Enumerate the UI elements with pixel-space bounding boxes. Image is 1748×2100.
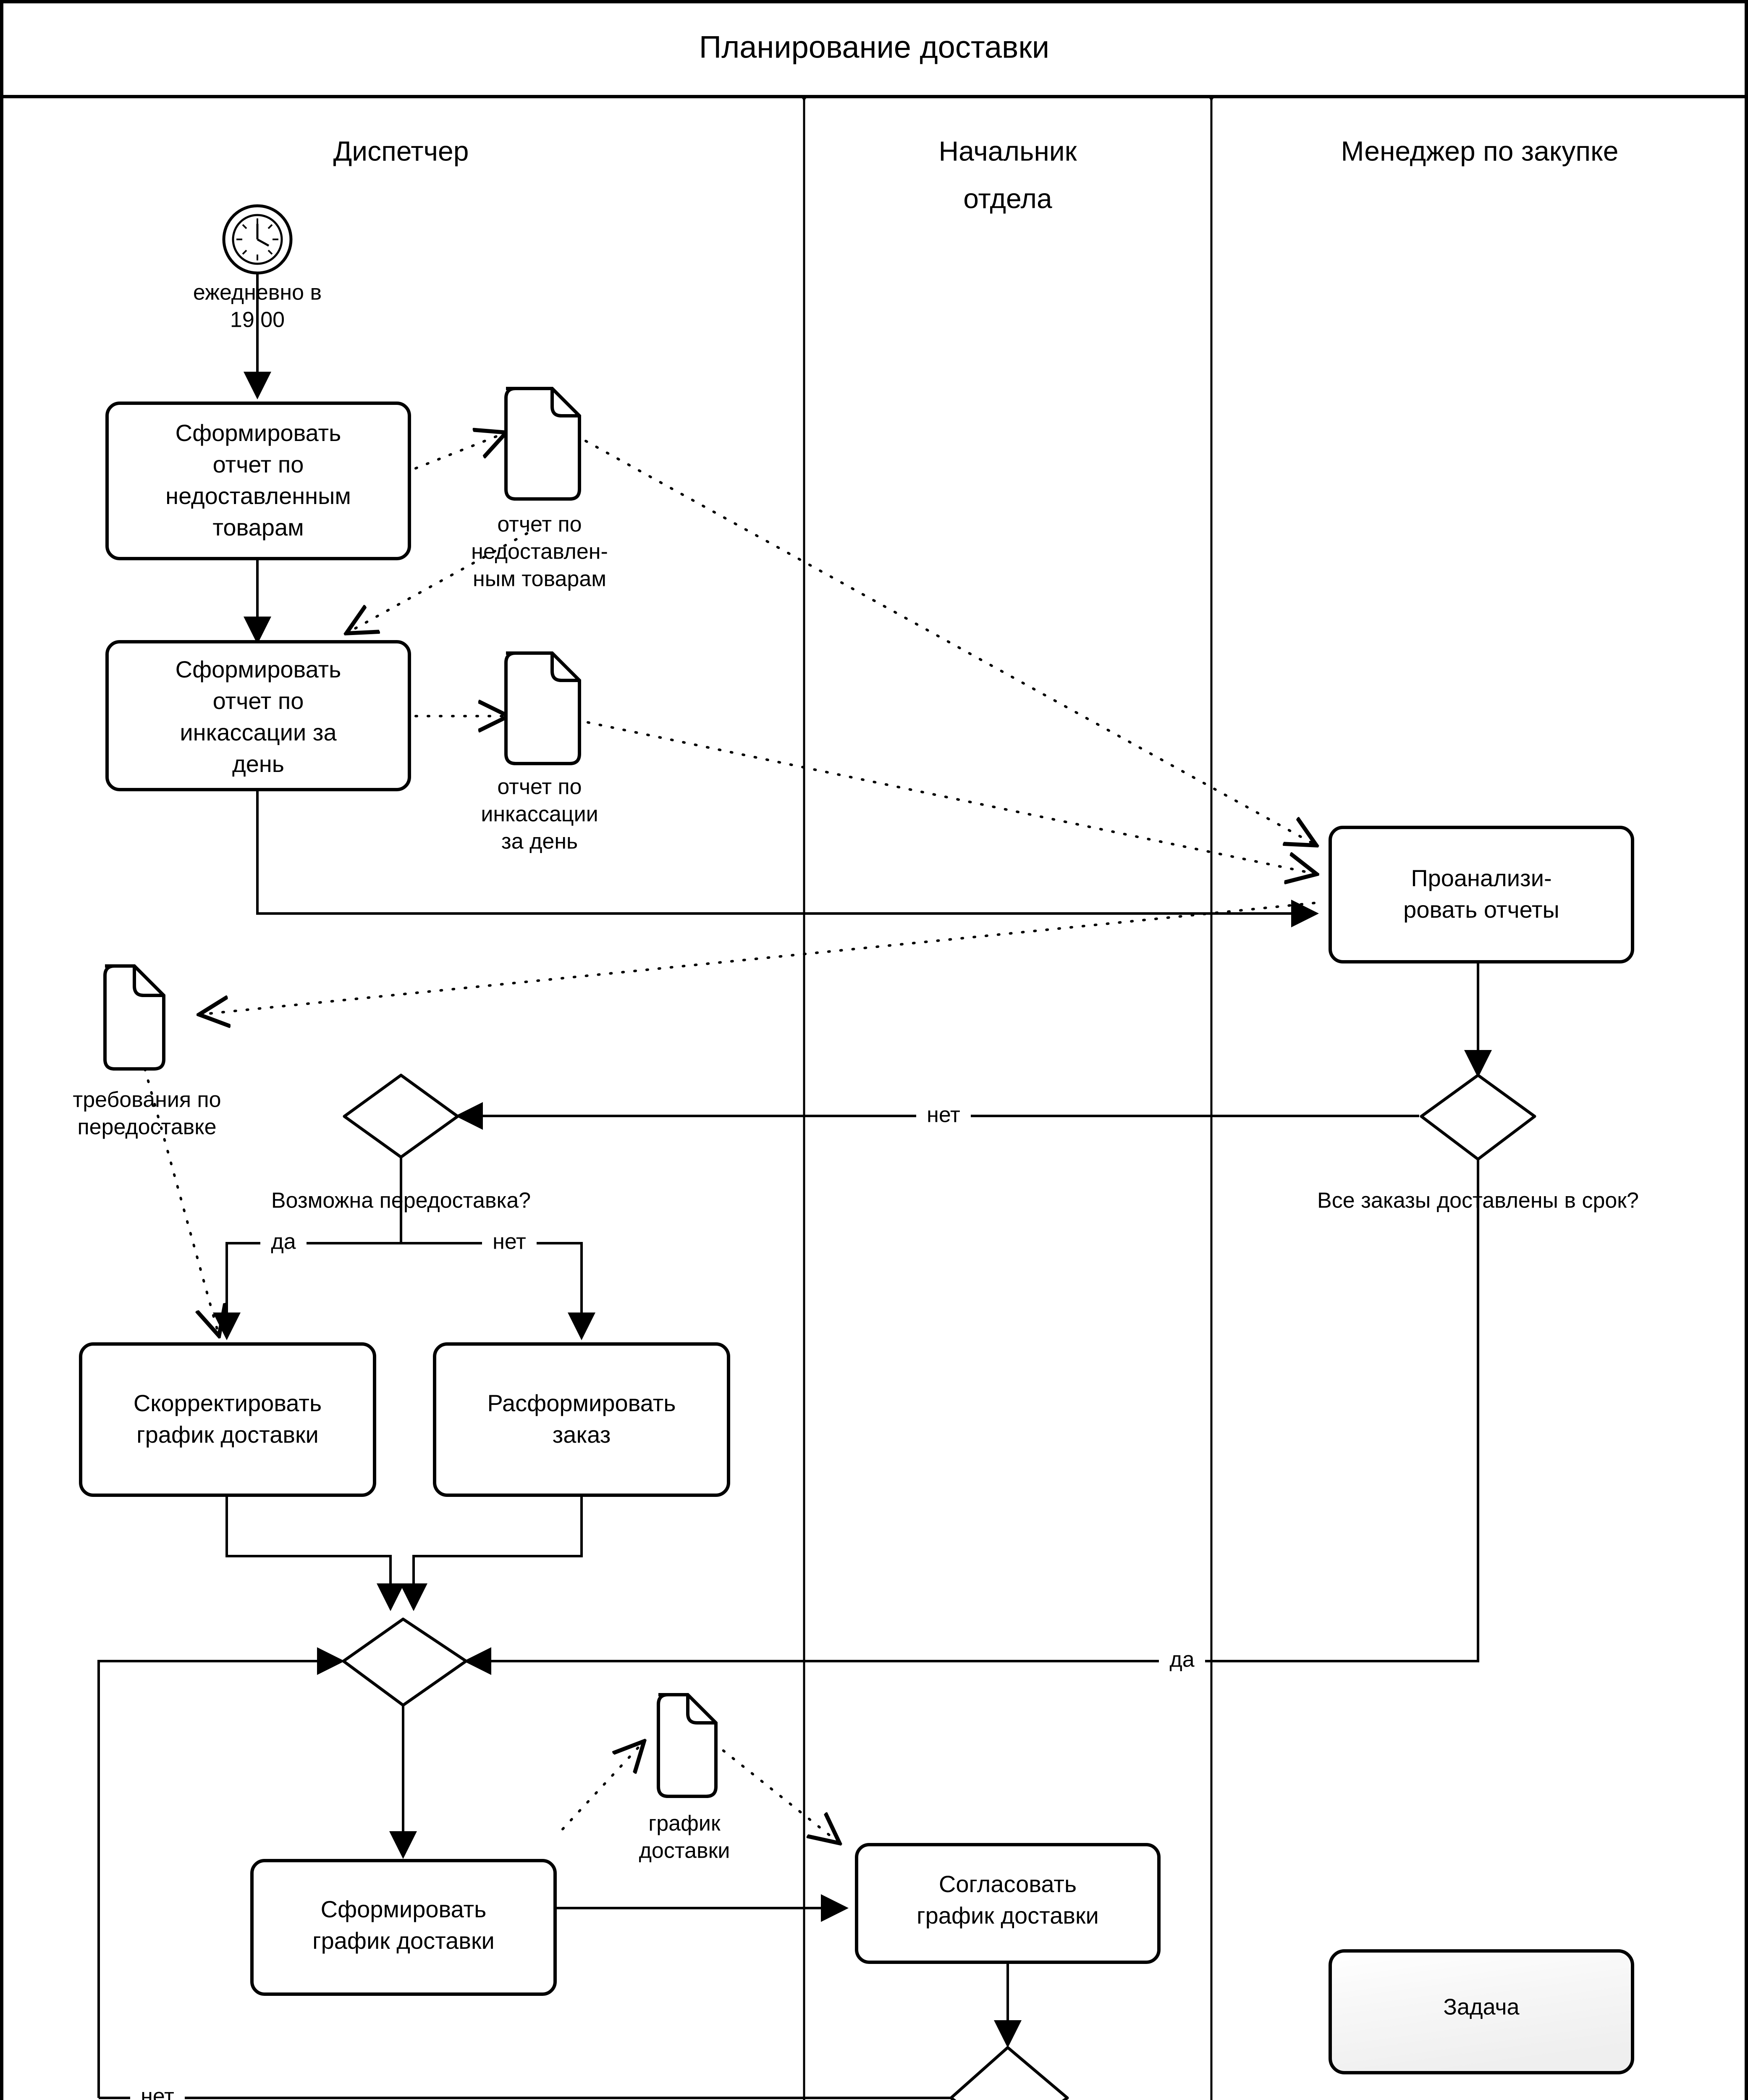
gateway-merge[interactable] — [342, 1617, 468, 1707]
timer-start-event[interactable] — [222, 204, 293, 275]
svg-text:график доставки: график доставки — [136, 1421, 319, 1448]
data4-label-line2: доставки — [639, 1839, 730, 1863]
gateway-resupply-possible[interactable] — [343, 1074, 459, 1159]
svg-text:Согласовать: Согласовать — [939, 1871, 1077, 1897]
flow-resupply-yes — [213, 1242, 401, 1340]
data1-label-line3: ным товарам — [473, 567, 606, 591]
data4-label-line1: график — [648, 1811, 721, 1836]
svg-text:отчет по: отчет по — [213, 451, 304, 478]
flow-ontime-yes — [464, 1159, 1479, 1675]
svg-text:да: да — [271, 1230, 296, 1254]
edge-label-ontime-no: нет — [916, 1100, 971, 1132]
flow-resupply-no — [401, 1242, 595, 1340]
svg-text:Сформировать: Сформировать — [176, 656, 341, 682]
data-object-delivery-schedule[interactable] — [657, 1693, 718, 1798]
assoc-data4-to-task7 — [713, 1742, 838, 1842]
legend: Задача Развилка Данные Старт Стоп — [1329, 1949, 1634, 2074]
lane-header-department-head: Начальник отдела — [938, 135, 1077, 214]
svg-text:нет: нет — [927, 1103, 960, 1127]
gateway-all-orders-on-time[interactable] — [1420, 1074, 1536, 1161]
svg-text:недоставленным: недоставленным — [165, 483, 351, 509]
data1-label-line2: недоставлен- — [471, 540, 608, 564]
assoc-data1-to-task2 — [349, 532, 528, 632]
svg-text:отчет по: отчет по — [213, 688, 304, 714]
svg-text:да: да — [1169, 1648, 1194, 1672]
task-approve-delivery-schedule[interactable]: Согласовать график доставки — [855, 1843, 1161, 1964]
gateway-approved[interactable] — [949, 2046, 1069, 2100]
data2-label-line3: за день — [501, 830, 578, 854]
lane-header-purchasing-manager: Менеджер по закупке — [1341, 135, 1619, 166]
svg-text:инкассации за: инкассации за — [180, 719, 337, 746]
svg-text:Диспетчер: Диспетчер — [333, 135, 469, 166]
svg-text:график доставки: график доставки — [917, 1902, 1099, 1929]
start-annotation-line2: 19:00 — [230, 308, 285, 332]
data2-label-line1: отчет по — [497, 775, 582, 799]
task-adjust-delivery-schedule[interactable]: Скорректировать график доставки — [79, 1342, 376, 1497]
svg-text:Сформировать: Сформировать — [321, 1896, 487, 1922]
start-annotation-line1: ежедневно в — [193, 281, 322, 305]
page-title: Планирование доставки — [699, 30, 1049, 65]
data3-label-line2: передоставке — [77, 1115, 216, 1139]
task-generate-collection-report[interactable]: Сформировать отчет по инкассации за день — [105, 640, 411, 791]
data-object-undelivered-report[interactable] — [504, 387, 581, 501]
svg-text:нет: нет — [141, 2084, 174, 2100]
task-create-delivery-schedule[interactable]: Сформировать график доставки — [250, 1859, 557, 1996]
lane-head-line1: Начальник — [938, 135, 1077, 166]
assoc-data2-to-analyze — [587, 721, 1314, 874]
svg-text:нет: нет — [493, 1230, 526, 1254]
edge-label-ontime-yes: да — [1159, 1645, 1205, 1677]
lane-dividers — [802, 96, 1214, 2100]
svg-text:ровать отчеты: ровать отчеты — [1403, 896, 1559, 923]
assoc-data1-to-analyze — [584, 440, 1314, 844]
task-analyze-reports[interactable]: Проанализи- ровать отчеты — [1329, 826, 1634, 963]
svg-text:Скорректировать: Скорректировать — [134, 1390, 322, 1416]
svg-text:Расформировать: Расформировать — [487, 1390, 676, 1416]
svg-text:товарам: товарам — [212, 514, 304, 541]
data3-label-line1: требования по — [73, 1088, 221, 1112]
edge-label-resupply-no: нет — [482, 1227, 537, 1259]
data-object-collection-report[interactable] — [504, 651, 581, 765]
flow-task2-to-analyze — [256, 790, 1319, 927]
assoc-analyze-to-data3 — [202, 902, 1316, 1014]
lane-header-dispatcher: Диспетчер — [333, 135, 469, 166]
svg-text:Менеджер по закупке: Менеджер по закупке — [1341, 135, 1619, 166]
lane-head-line2: отдела — [963, 183, 1052, 214]
svg-text:Сформировать: Сформировать — [176, 420, 341, 446]
legend-task-shape: Задача — [1329, 1949, 1634, 2074]
gateway-on-time-label: Все заказы доставлены в срок? — [1317, 1189, 1639, 1213]
gateway-resupply-label: Возможна передоставка? — [271, 1189, 531, 1213]
assoc-task1-to-data1 — [414, 433, 504, 470]
svg-text:Проанализи-: Проанализи- — [1411, 865, 1551, 891]
data1-label-line1: отчет по — [497, 512, 582, 537]
svg-text:график доставки: график доставки — [312, 1927, 495, 1954]
svg-text:день: день — [232, 751, 284, 777]
assoc-task6-to-data4 — [561, 1743, 642, 1830]
legend-task-label: Задача — [1443, 1994, 1520, 2019]
flow-approved-no-loop — [97, 1647, 345, 2098]
edge-label-approved-no: нет — [130, 2082, 185, 2100]
task-disband-order[interactable]: Расформировать заказ — [433, 1342, 730, 1497]
flow-task5-to-merge — [400, 1495, 583, 1611]
svg-text:заказ: заказ — [553, 1421, 611, 1448]
data2-label-line2: инкассации — [481, 802, 598, 827]
task-generate-undelivered-report[interactable]: Сформировать отчет по недоставленным тов… — [105, 402, 411, 560]
data-object-resupply-requirements[interactable] — [103, 964, 165, 1071]
flow-task4-to-merge — [225, 1495, 404, 1611]
data-associations — [144, 433, 1316, 1842]
edge-label-resupply-yes: да — [260, 1227, 307, 1259]
